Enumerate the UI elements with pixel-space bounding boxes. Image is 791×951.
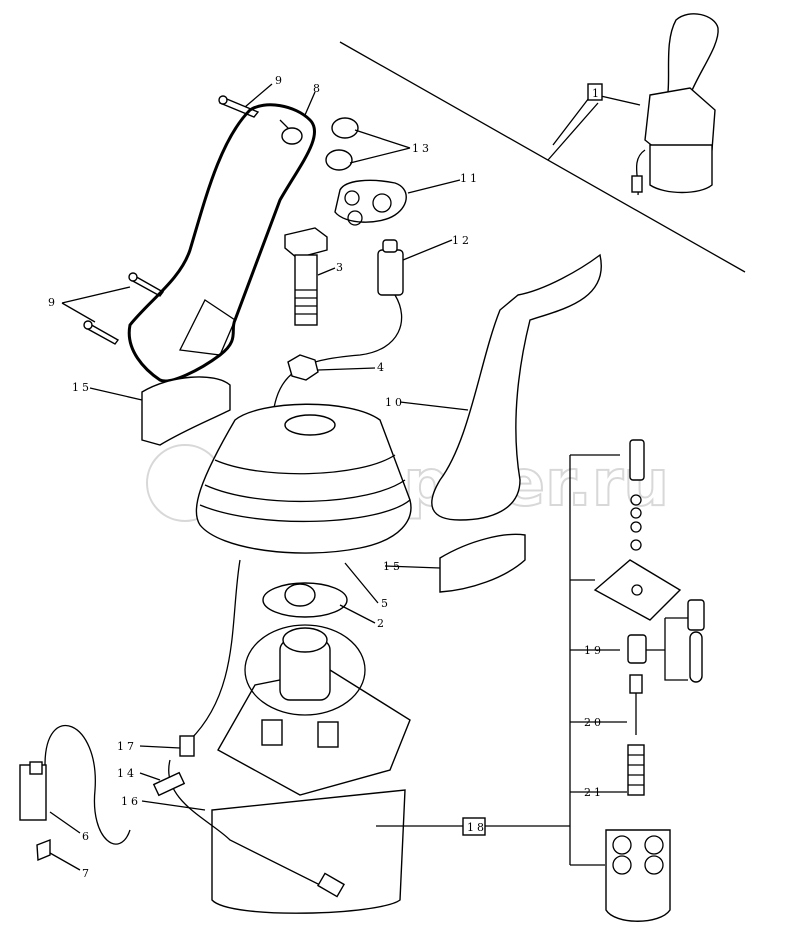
callout-9: 9 [275, 74, 285, 87]
inset-border [339, 41, 746, 273]
part-9-screws [83, 95, 260, 345]
callout-4: 4 [377, 361, 387, 374]
callout-18: 18 [467, 821, 487, 834]
callout-13: 13 [412, 142, 432, 155]
leader-lines [49, 83, 641, 871]
callout-box-1 [587, 83, 603, 101]
callout-2: 2 [377, 617, 387, 630]
valve-parts [376, 439, 705, 922]
part-17-plug [179, 735, 195, 757]
callout-10: 10 [385, 396, 405, 409]
callout-7: 7 [82, 867, 92, 880]
part-7-clip [36, 838, 51, 862]
part-13-caps [325, 117, 359, 171]
callout-8: 8 [313, 82, 323, 95]
callout-12: 12 [452, 234, 472, 247]
callout-15: 15 [72, 381, 92, 394]
callout-17: 17 [117, 740, 137, 753]
callout-box-18 [462, 817, 486, 836]
callout-11: 11 [460, 172, 480, 185]
part-10-grip [431, 253, 602, 521]
callout-1: 1 [592, 87, 602, 100]
callout-3: 3 [336, 261, 346, 274]
part-3-bolt [284, 227, 328, 326]
part-1-joystick-assembly [631, 13, 719, 196]
part-6-connector [19, 724, 131, 845]
callout-5: 5 [381, 597, 391, 610]
part-11-plate [334, 179, 407, 226]
part-12-switch [271, 239, 404, 441]
callout-21: 21 [584, 786, 604, 799]
part-5-boot [195, 403, 412, 554]
part-15-block-right [439, 533, 526, 593]
callout-19: 19 [584, 644, 604, 657]
callout-20: 20 [584, 716, 604, 729]
callout-16: 16 [121, 795, 141, 808]
callout-6: 6 [82, 830, 92, 843]
part-4-nut [287, 354, 319, 381]
part-14-bracket [152, 771, 186, 797]
part-2-washer [262, 582, 348, 618]
callout-14: 14 [117, 767, 137, 780]
callout-15: 15 [383, 560, 403, 573]
callout-9: 9 [48, 296, 58, 309]
base-assembly [168, 559, 411, 914]
part-15-block-left [141, 376, 231, 446]
